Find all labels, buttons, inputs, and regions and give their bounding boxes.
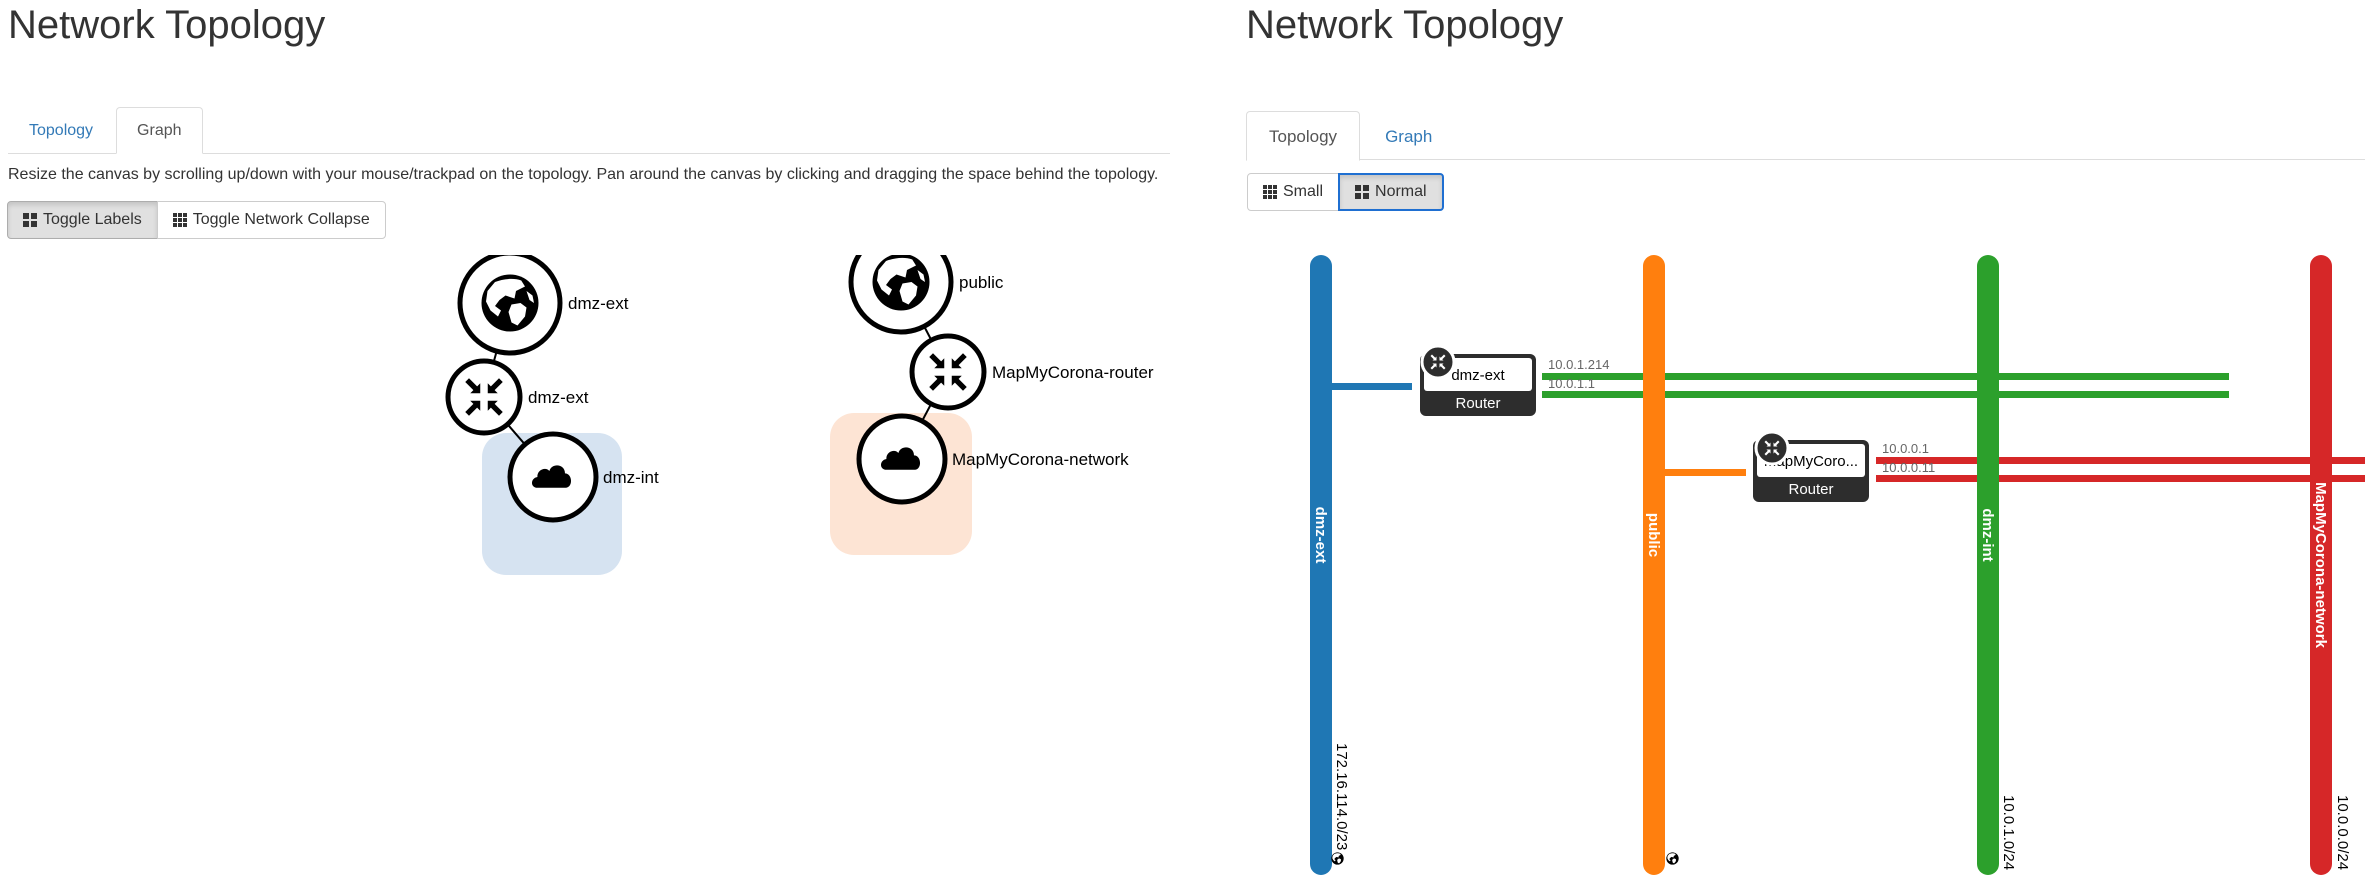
node-label: public	[959, 273, 1004, 292]
small-label: Small	[1283, 183, 1324, 200]
tab-bar: Topology Graph	[8, 107, 1170, 154]
router-port-ip: 10.0.0.1	[1882, 441, 1929, 456]
normal-label: Normal	[1375, 183, 1427, 200]
tab-topology[interactable]: Topology	[1246, 111, 1361, 161]
graph-toolbar: Toggle Labels Toggle Network Collapse	[7, 201, 386, 239]
router-badge	[1420, 344, 1456, 380]
node-label: dmz-ext	[568, 294, 629, 313]
th-large-icon	[23, 213, 37, 227]
network-bar-public[interactable]: public	[1643, 255, 1679, 875]
node-public-network[interactable]	[848, 255, 954, 335]
router-port-ip: 10.0.0.11	[1882, 460, 1935, 475]
page-title: Network Topology	[8, 3, 326, 47]
network-bar	[1977, 255, 1999, 875]
toggle-labels-button[interactable]: Toggle Labels	[7, 201, 158, 239]
network-name: dmz-ext	[1312, 507, 1329, 564]
page-title: Network Topology	[1246, 3, 1564, 47]
tab-graph[interactable]: Graph	[1385, 127, 1433, 146]
external-network-globe-icon	[1666, 852, 1679, 865]
node-label: MapMyCorona-router	[992, 363, 1154, 382]
network-bar	[2310, 255, 2332, 875]
network-bar	[1310, 255, 1332, 875]
node-label: MapMyCorona-network	[952, 450, 1129, 469]
topology-canvas[interactable]: dmz-ext 172.16.114.0/23 public dmz-int 1…	[1240, 230, 2365, 889]
link-router-to-dmz-int-2	[1542, 391, 2229, 398]
link-router-to-mapmycorona-1	[1876, 457, 2365, 464]
globe-icon	[872, 255, 930, 311]
node-mapmycorona-router[interactable]	[909, 333, 987, 411]
router-type: Router	[1788, 481, 1833, 498]
size-toolbar: Small Normal	[1247, 173, 1444, 211]
network-name: MapMyCorona-network	[2312, 482, 2329, 649]
th-large-icon	[1355, 185, 1370, 199]
router-mapmycorona[interactable]: MapMyCoro... Router	[1753, 430, 1869, 502]
toggle-network-collapse-button[interactable]: Toggle Network Collapse	[156, 201, 386, 239]
tab-bar: Topology Graph	[1246, 111, 2365, 161]
graph-canvas[interactable]: dmz-ext dmz-ext dmz-int public MapMyCoro…	[0, 255, 1170, 815]
link-dmz-ext-network-to-router	[1328, 383, 1412, 390]
node-dmz-ext-network[interactable]	[457, 255, 563, 356]
network-bar-mapmycorona-network[interactable]: MapMyCorona-network 10.0.0.0/24	[2310, 255, 2351, 875]
th-icon	[1263, 185, 1277, 199]
tab-topology[interactable]: Topology	[29, 122, 94, 139]
network-bar-dmz-ext[interactable]: dmz-ext 172.16.114.0/23	[1310, 255, 1350, 875]
network-cidr: 10.0.1.0/24	[2000, 795, 2017, 870]
network-bar-dmz-int[interactable]: dmz-int 10.0.1.0/24	[1977, 255, 2017, 875]
th-icon	[172, 213, 187, 227]
router-name: MapMyCoro...	[1764, 453, 1858, 470]
tab-graph[interactable]: Graph	[116, 107, 203, 154]
router-port-ip: 10.0.1.1	[1548, 376, 1595, 391]
small-button[interactable]: Small	[1247, 173, 1340, 211]
link-router-to-dmz-int-1	[1542, 373, 2229, 380]
normal-button[interactable]: Normal	[1338, 173, 1444, 211]
link-router-to-mapmycorona-2	[1876, 475, 2365, 482]
node-label: dmz-int	[603, 468, 659, 487]
router-name: dmz-ext	[1451, 367, 1505, 384]
globe-icon	[481, 274, 539, 332]
network-name: dmz-int	[1979, 508, 1996, 561]
toggle-labels-label: Toggle Labels	[43, 211, 142, 228]
graph-panel: Network Topology Topology Graph Resize t…	[0, 0, 1170, 889]
node-dmz-int-network[interactable]	[507, 431, 599, 523]
node-dmz-ext-router[interactable]	[445, 358, 523, 436]
external-network-globe-icon	[1331, 852, 1344, 865]
link-public-network-to-router	[1662, 469, 1746, 476]
router-port-ip: 10.0.1.214	[1548, 357, 1609, 372]
network-cidr: 10.0.0.0/24	[2334, 795, 2351, 870]
topology-panel: Network Topology Topology Graph Small No…	[1240, 0, 2365, 889]
router-badge	[1754, 430, 1790, 466]
network-name: public	[1645, 513, 1662, 557]
network-cidr: 172.16.114.0/23	[1333, 743, 1350, 850]
router-dmz-ext[interactable]: dmz-ext Router	[1420, 344, 1536, 416]
help-text: Resize the canvas by scrolling up/down w…	[8, 166, 1159, 183]
network-bar	[1643, 255, 1665, 875]
router-type: Router	[1455, 395, 1500, 412]
toggle-network-collapse-label: Toggle Network Collapse	[192, 211, 370, 228]
node-label: dmz-ext	[528, 388, 589, 407]
node-mapmycorona-network[interactable]	[856, 413, 948, 505]
